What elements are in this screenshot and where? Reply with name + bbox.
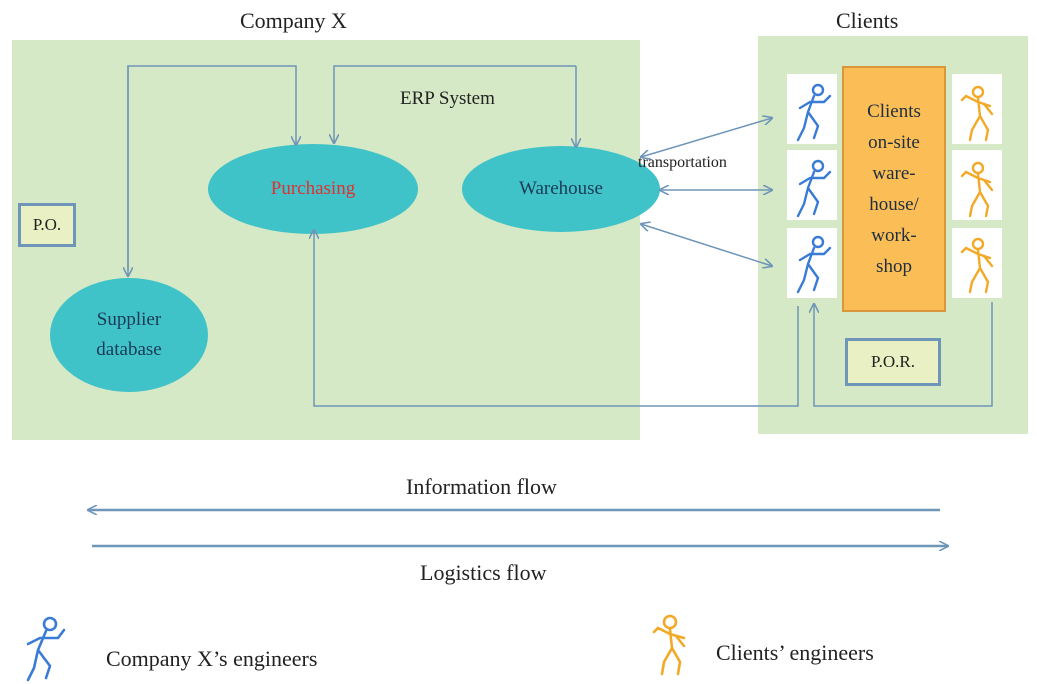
box-line: on-site	[868, 132, 920, 153]
arrow-transport-top	[641, 118, 772, 157]
company-x-title: Company X	[240, 8, 347, 33]
information-flow-label: Information flow	[406, 474, 557, 499]
por-box: P.O.R.	[845, 338, 941, 386]
logistics-flow-label: Logistics flow	[420, 560, 547, 585]
client-engineer-icon	[960, 85, 994, 142]
supplier-label-line1: Supplier	[96, 309, 162, 330]
company-engineer-slot-1	[787, 74, 837, 144]
arrow-transport-bottom	[641, 224, 772, 266]
client-engineer-slot-1	[952, 74, 1002, 144]
box-line: Clients	[867, 101, 921, 122]
arrow-clients-to-purchasing	[314, 230, 799, 407]
company-engineer-legend-icon	[26, 616, 66, 682]
erp-system-label: ERP System	[400, 88, 495, 109]
warehouse-node: Warehouse	[462, 146, 660, 232]
box-line: shop	[876, 256, 912, 277]
po-box: P.O.	[18, 203, 76, 247]
purchasing-label: Purchasing	[270, 178, 356, 199]
clients-onsite-warehouse-box: Clients on-site ware- house/ work- shop	[842, 66, 946, 312]
arrow-erp-to-purchasing	[334, 65, 576, 143]
client-engineers-legend-label: Clients’ engineers	[716, 640, 874, 665]
company-engineer-icon	[796, 83, 832, 142]
company-engineers-legend-label: Company X’s engineers	[106, 646, 318, 671]
por-label: P.O.R.	[871, 352, 915, 371]
box-line: ware-	[872, 163, 916, 184]
supplier-database-node: Supplier database	[50, 278, 208, 392]
box-line: house/	[869, 194, 919, 215]
client-engineer-slot-2	[952, 150, 1002, 220]
client-engineer-icon	[960, 237, 994, 294]
company-engineer-slot-2	[787, 150, 837, 220]
supplier-label-line2: database	[96, 339, 162, 360]
arrow-client-engineers-loop	[814, 302, 993, 407]
company-engineer-slot-3	[787, 228, 837, 298]
company-engineer-icon	[796, 235, 832, 294]
box-line: work-	[871, 225, 917, 246]
clients-title: Clients	[836, 8, 899, 33]
company-engineer-icon	[796, 159, 832, 218]
po-label: P.O.	[32, 215, 62, 234]
warehouse-label: Warehouse	[519, 178, 603, 199]
purchasing-node: Purchasing	[208, 144, 418, 234]
client-engineer-legend-icon	[652, 614, 686, 676]
arrow-purchasing-from-top	[127, 65, 296, 270]
client-engineer-icon	[960, 161, 994, 218]
